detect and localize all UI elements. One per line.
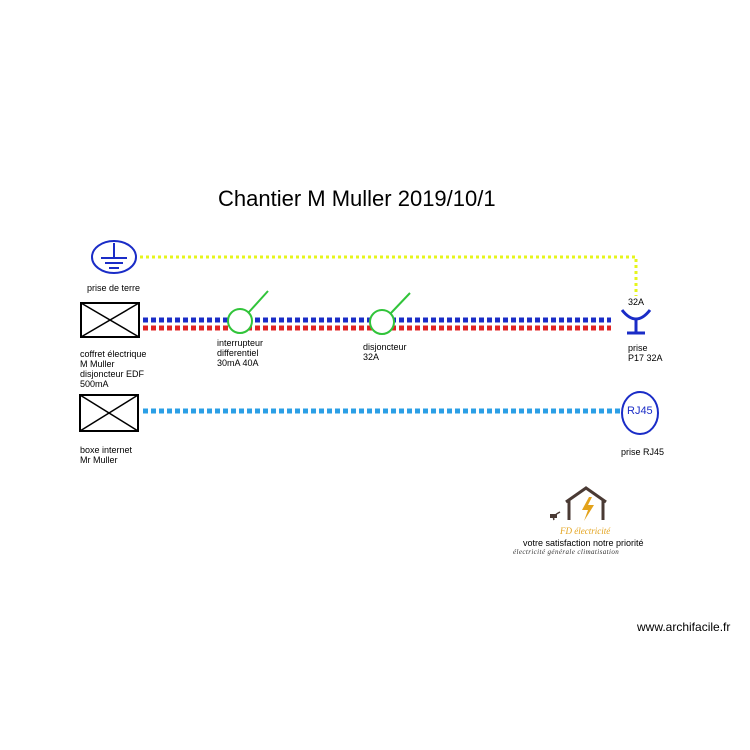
p17-socket-label: prise P17 32A [628, 343, 663, 363]
page-title: Chantier M Muller 2019/10/1 [218, 186, 496, 211]
socket-rating-label: 32A [628, 297, 645, 307]
p17-socket-symbol [620, 309, 652, 335]
breaker-symbol [369, 292, 411, 335]
internet-box-label: boxe internet Mr Muller [80, 445, 133, 465]
electrical-panel-symbol [80, 302, 140, 338]
rj45-socket-label: prise RJ45 [621, 447, 665, 457]
electrical-panel-label: coffret électrique M Muller disjoncteur … [80, 349, 147, 389]
credit-link[interactable]: www.archifacile.fr [637, 620, 731, 634]
logo-subline: électricité générale climatisation [513, 548, 620, 556]
earth-wire [140, 255, 638, 296]
logo-tagline: votre satisfaction notre priorité [523, 538, 644, 548]
logo-brand: FD électricité [560, 526, 611, 536]
earth-label: prise de terre [87, 283, 141, 293]
rj45-symbol-text: RJ45 [627, 405, 653, 417]
breaker-label: disjoncteur 32A [363, 342, 407, 362]
rj45-socket-symbol [621, 391, 659, 435]
earth-symbol [91, 240, 137, 274]
rcd-switch-symbol [227, 290, 269, 334]
company-logo-icon [550, 486, 607, 521]
internet-box-symbol [79, 394, 139, 432]
rcd-switch-label: interrupteur differentiel 30mA 40A [217, 338, 264, 368]
